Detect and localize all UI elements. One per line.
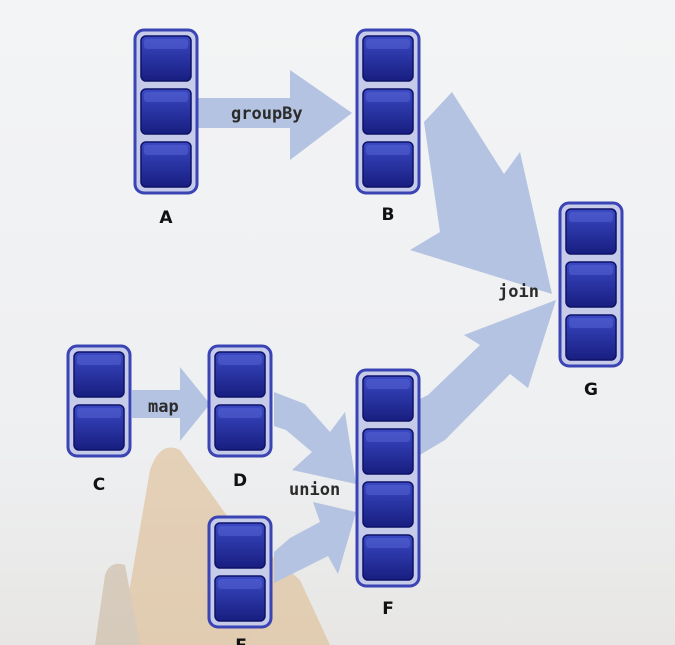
op-label-groupby: groupBy <box>231 104 303 124</box>
partition <box>362 428 414 475</box>
arrow-groupby <box>195 70 352 160</box>
arrow-f-to-g <box>418 300 556 456</box>
partition <box>214 522 266 569</box>
partition-highlight <box>366 432 410 442</box>
dataset-label-f: F <box>382 599 394 619</box>
datasets <box>66 28 624 629</box>
dataset-f <box>355 368 421 588</box>
op-label-join: join <box>498 282 539 302</box>
partition-highlight <box>569 318 613 328</box>
dataset-a <box>133 28 199 195</box>
operation-labels: groupBy map union join <box>148 104 539 500</box>
partition-highlight <box>366 39 410 49</box>
dataset-g <box>558 201 624 368</box>
arrow-d-to-f <box>274 392 356 484</box>
partition-highlight <box>366 145 410 155</box>
partition <box>73 351 125 398</box>
partition-highlight <box>77 408 121 418</box>
dataset-b <box>355 28 421 195</box>
dataset-c <box>66 344 132 458</box>
op-label-map: map <box>148 397 179 417</box>
partition <box>362 375 414 422</box>
partition-highlight <box>366 379 410 389</box>
partition-highlight <box>366 92 410 102</box>
partition-highlight <box>218 579 262 589</box>
dataset-label-b: B <box>382 205 395 225</box>
partition-highlight <box>144 39 188 49</box>
partition <box>214 351 266 398</box>
partition-highlight <box>77 355 121 365</box>
dataset-label-c: C <box>93 475 105 495</box>
arrow-e-to-f <box>274 502 356 583</box>
partition <box>362 481 414 528</box>
dataset-d <box>207 344 273 458</box>
partition-highlight <box>218 526 262 536</box>
partition-highlight <box>366 485 410 495</box>
partition-highlight <box>569 212 613 222</box>
partition <box>362 35 414 82</box>
partition <box>214 575 266 622</box>
partition-highlight <box>144 145 188 155</box>
op-label-union: union <box>289 480 340 500</box>
partition <box>140 141 192 188</box>
partition <box>214 404 266 451</box>
partition <box>362 534 414 581</box>
partition <box>362 88 414 135</box>
dataset-label-e: E <box>235 636 247 645</box>
dataset-label-d: D <box>233 471 247 491</box>
partition-highlight <box>144 92 188 102</box>
partition-highlight <box>366 538 410 548</box>
partition <box>565 261 617 308</box>
dataset-e <box>207 515 273 629</box>
arrow-map <box>132 367 210 441</box>
partition <box>140 35 192 82</box>
partition <box>565 314 617 361</box>
dataset-label-a: A <box>159 208 173 228</box>
partition-highlight <box>218 355 262 365</box>
partition <box>73 404 125 451</box>
dataset-f-container <box>355 368 421 588</box>
partition <box>140 88 192 135</box>
arrows <box>132 70 556 583</box>
partition <box>565 208 617 255</box>
partition-highlight <box>218 408 262 418</box>
partition <box>362 141 414 188</box>
partition-highlight <box>569 265 613 275</box>
arrow-b-to-g <box>410 92 552 294</box>
dataset-labels: A B C D E F G <box>93 205 598 645</box>
dataset-label-g: G <box>584 380 598 400</box>
